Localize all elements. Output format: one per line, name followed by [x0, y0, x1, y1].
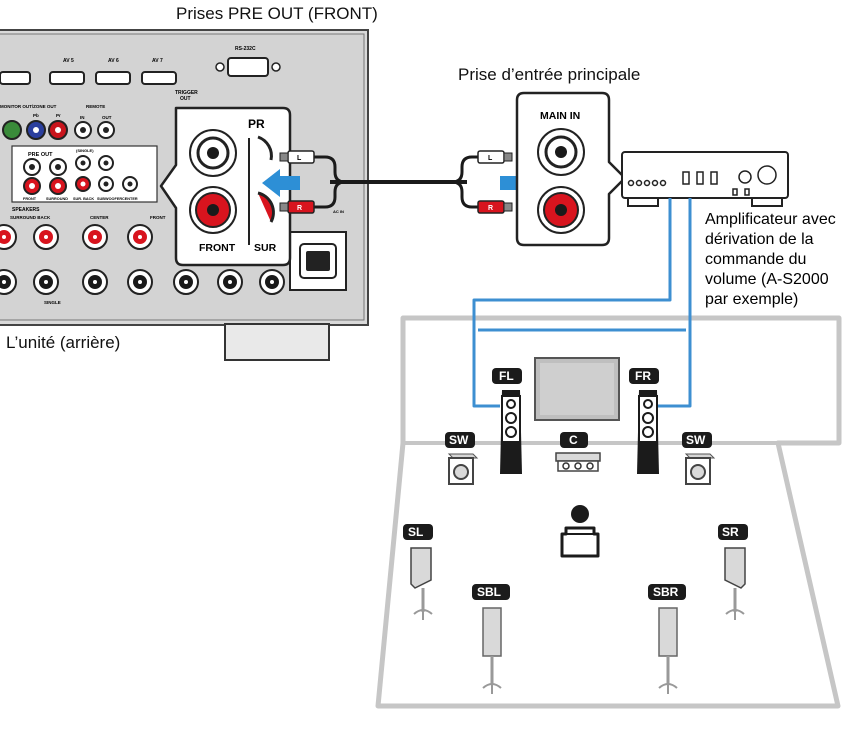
terminal-label: SINGLE	[44, 300, 61, 305]
speaker-label: SW	[686, 433, 706, 447]
listener-icon	[560, 505, 600, 558]
callout-sur-label: SUR	[254, 242, 277, 254]
amplifier-label: commande du	[705, 251, 806, 268]
hdmi-ports: AV 5 AV 6 AV 7	[0, 58, 177, 85]
speaker-label: FL	[499, 369, 514, 383]
plug-left-white: L	[279, 150, 315, 164]
main-in-red-jack	[537, 186, 585, 234]
amplifier-label: volume (A-S2000	[705, 271, 829, 288]
speaker-label: SW	[449, 433, 469, 447]
remote-out-label: OUT	[102, 115, 112, 120]
pre-out-label: PRE OUT	[28, 152, 53, 158]
speaker-label: C	[569, 433, 578, 447]
amplifier-label: Amplificateur avec	[705, 211, 836, 228]
main-in-white-jack	[537, 128, 585, 176]
amplifier: Amplificateur avec dérivation de la comm…	[621, 151, 836, 308]
speaker-sw-right: SW	[682, 432, 716, 485]
callout-front-red-jack	[189, 186, 237, 234]
pr-label: Pr	[56, 113, 61, 118]
speaker-sl: SL	[403, 524, 433, 620]
amplifier-label: dérivation de la	[705, 231, 814, 248]
plug-label: L	[488, 155, 493, 162]
callout-pr-label: PR	[248, 117, 265, 131]
terminal-label: SURROUND BACK	[10, 215, 51, 220]
main-input-label: Prise d’entrée principale	[458, 65, 641, 84]
callout-front-label: FRONT	[199, 242, 236, 254]
ac-inlet: AC IN	[289, 209, 347, 291]
pre-out-block: PRE OUT (SINGLE) FRONT SURROUND SUR. BAC…	[11, 145, 158, 203]
speaker-label: FR	[635, 369, 651, 383]
jack-label: FRONT	[23, 197, 37, 201]
speaker-sw-left: SW	[445, 432, 479, 485]
speaker-label: SBL	[477, 585, 501, 599]
monitor-out-label: MONITOR OUT/ZONE OUT	[0, 104, 57, 109]
amplifier-label: par exemple)	[705, 291, 798, 308]
speakers-label: SPEAKERS	[12, 207, 40, 213]
trigger-label: TRIGGER	[175, 90, 198, 96]
unit-rear-label: L’unité (arrière)	[6, 333, 121, 352]
main-in-label: MAIN IN	[540, 110, 580, 122]
plug-right-white: L	[477, 150, 513, 164]
jack-label: SURROUND	[46, 197, 68, 201]
jack-label: CENTER	[122, 197, 138, 201]
remote-in-label: IN	[80, 115, 85, 120]
jack-label: SUR. BACK	[73, 197, 94, 201]
speaker-terminals: SPEAKERS SURROUND BACK CENTER FRONT SING…	[0, 207, 285, 305]
speaker-center: C	[555, 432, 601, 472]
speaker-fr: FR	[629, 368, 659, 474]
component-jacks	[2, 120, 115, 140]
receiver-foot	[224, 323, 330, 361]
plug-label: R	[488, 205, 493, 212]
pre-out-callout: PR FRONT SUR	[159, 106, 300, 267]
remote-label: REMOTE	[86, 104, 105, 109]
main-in-callout: MAIN IN	[515, 91, 627, 247]
hdmi-label: AV 7	[152, 58, 163, 64]
speaker-label: SBR	[653, 585, 679, 599]
listening-room	[375, 315, 842, 709]
speaker-sbl: SBL	[472, 584, 510, 694]
plug-label: R	[297, 205, 302, 212]
ac-in-label: AC IN	[333, 209, 344, 214]
rs232c-label: RS-232C	[235, 46, 256, 52]
single-label: (SINGLE)	[76, 148, 94, 153]
speaker-label: SL	[408, 525, 423, 539]
pre-out-front-label: Prises PRE OUT (FRONT)	[176, 4, 378, 23]
speaker-wires	[472, 198, 692, 408]
arrow-to-front-icon	[262, 169, 300, 197]
jack-label: SUBWOOFER	[97, 197, 122, 201]
plug-right-red: R	[477, 200, 513, 214]
terminal-label: CENTER	[90, 215, 109, 220]
plug-left-red: R	[279, 200, 315, 214]
speaker-fl: FL	[492, 368, 522, 474]
speaker-sbr: SBR	[648, 584, 686, 694]
speaker-sr: SR	[718, 524, 748, 620]
rs232c-port: RS-232C	[215, 46, 281, 77]
terminal-label: FRONT	[150, 215, 166, 220]
pb-label: Pb	[33, 113, 39, 118]
plug-label: L	[297, 155, 302, 162]
tv-icon	[534, 357, 620, 421]
hdmi-label: AV 5	[63, 58, 74, 64]
hdmi-label: AV 6	[108, 58, 119, 64]
callout-front-white-jack	[189, 129, 237, 177]
speaker-label: SR	[722, 525, 739, 539]
trigger-label: OUT	[180, 96, 191, 102]
